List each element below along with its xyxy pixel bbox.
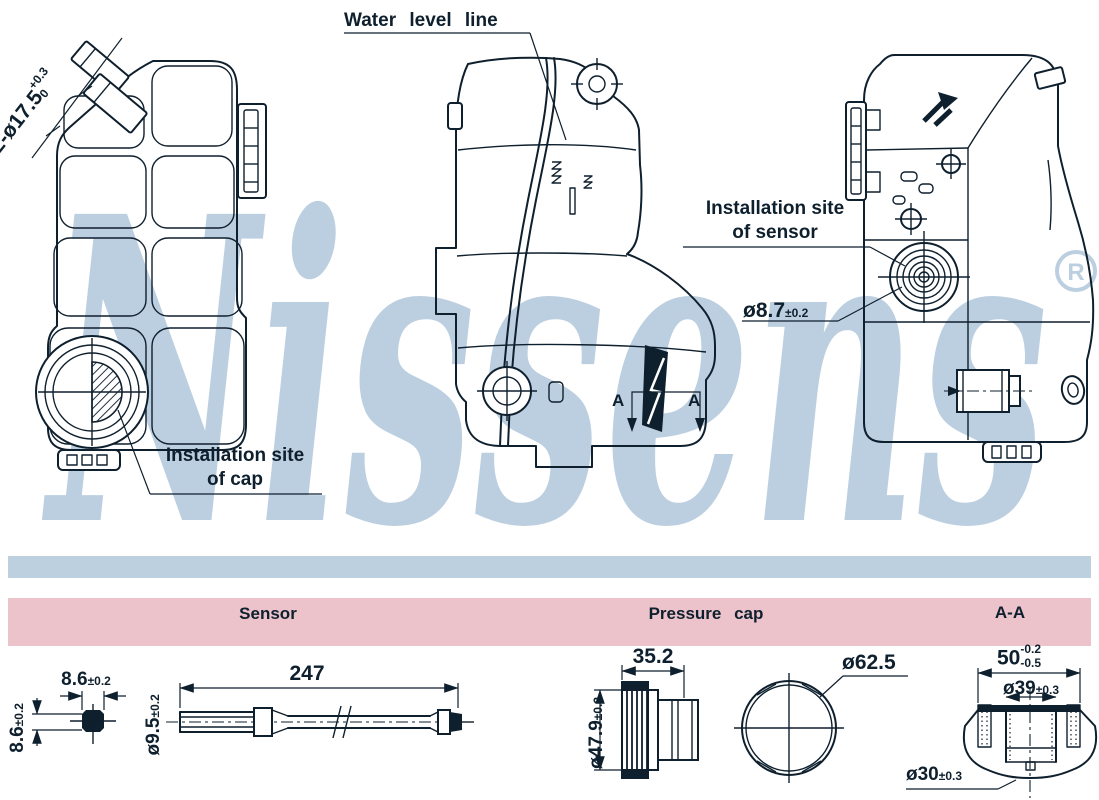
installation-site-of-cap-label: Installation site of cap [165, 445, 305, 490]
screw-boss-2 [895, 203, 927, 235]
aa-neck-dia-dim: ø39±0.3 [1002, 678, 1060, 699]
rear-oval-detail [1060, 375, 1086, 405]
rear-view [683, 54, 1095, 463]
sensor-boss-dim: ø8.7±0.2 [743, 299, 809, 322]
sensor-boss [878, 231, 970, 323]
pressure-cap-outer-dia-dim: ø62.5 [842, 651, 896, 674]
section-marker-a-left: A [612, 391, 625, 410]
aa-section-title: A-A [994, 603, 1026, 622]
cap-opening [35, 335, 149, 449]
mounting-bracket-rear [845, 101, 881, 201]
nissens-watermark: Nissens R [41, 127, 1097, 620]
section-cut-region [642, 345, 668, 432]
sensor-tip-width-dim: 8.6±0.2 [61, 669, 111, 690]
side-view [435, 56, 716, 468]
section-header-bar-pink [8, 598, 1091, 646]
sensor-rod-diameter-dim: ø9.5±0.2 [143, 694, 165, 756]
connector-front-bottom [57, 449, 121, 471]
pressure-cap-detail-drawing [594, 665, 908, 783]
water-level-leader [344, 32, 567, 141]
top-port-boss [571, 58, 623, 110]
screw-boss-1 [936, 149, 966, 179]
connector-rear-bottom [982, 441, 1042, 463]
rear-bottom-port [944, 369, 1032, 413]
installation-site-of-sensor-label: Installation site of sensor [705, 198, 845, 243]
water-level-tube [499, 57, 557, 447]
section-plane-marker [627, 391, 705, 432]
aa-inner-dia-dim: ø30±0.3 [906, 764, 963, 785]
pressure-cap-section-title: Pressure cap [648, 604, 764, 623]
aa-width-dim: 50-0.2-0.5 [997, 642, 1042, 670]
pressure-cap-flange-dia-dim: ø47.9±0.2 [586, 696, 608, 769]
registered-mark-letter: R [1067, 259, 1084, 286]
mounting-bracket-front [237, 103, 267, 199]
section-aa-detail-drawing [906, 668, 1098, 798]
front-view [31, 37, 322, 495]
sensor-detail-drawing [32, 683, 474, 746]
water-level-line-label: Water level line [344, 10, 498, 31]
divider-bar-blue [8, 556, 1091, 578]
section-marker-a-right: A [688, 391, 701, 410]
sensor-length-dim: 247 [289, 662, 325, 685]
direction-arrow-icon [922, 92, 958, 127]
sensor-section-title: Sensor [239, 604, 297, 623]
pressure-cap-height-dim: 35.2 [632, 645, 674, 668]
sensor-tip-height-dim: 8.6±0.2 [7, 703, 29, 753]
side-port [477, 361, 537, 421]
registered-mark-icon [1055, 250, 1097, 292]
watermark-text: Nissens [41, 127, 1048, 620]
